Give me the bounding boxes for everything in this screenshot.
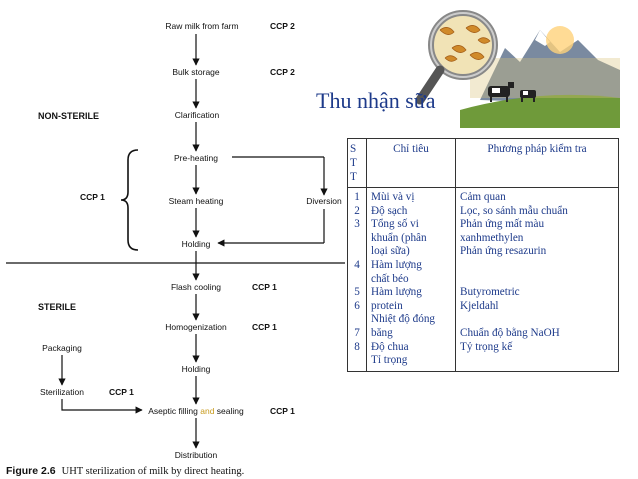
criteria-item: khuẩn (phân [371,231,427,244]
stt-column: 1 2 3 4 5 6 7 8 [347,187,367,372]
caption-text: UHT sterilization of milk by direct heat… [62,466,245,477]
stt-number: 6 [354,299,360,312]
node-holding-1: Holding [182,239,211,249]
ccp-homogenization: CCP 1 [252,322,277,332]
table-header-row: S T T Chỉ tiêu Phương pháp kiểm tra [347,138,619,188]
criteria-column: Mùi và vị Độ sạch Tổng số vi khuẩn (phân… [366,187,456,372]
ccp-flash-cooling: CCP 1 [252,282,277,292]
header-stt-line: T [350,157,357,169]
node-homogenization: Homogenization [165,322,227,332]
criteria-item: Độ sạch [371,204,408,217]
method-item: Phản ứng mất màu [460,218,545,231]
criteria-item: băng [371,326,393,339]
aseptic-label-pre: Aseptic filling [148,406,200,416]
ccp-bracket [120,149,139,251]
table-row: 1 2 3 4 5 6 7 8 Mùi và vị Độ sạch Tổng s… [347,187,619,372]
caption-fig: Figure 2.6 [6,465,56,477]
stt-number: 2 [354,204,360,217]
criteria-item: Mùi và vị [371,191,415,203]
header-stt-line: T [350,171,357,183]
aseptic-label-post: sealing [214,406,244,416]
node-bulk-storage: Bulk storage [172,67,220,77]
criteria-item: Độ chua [371,340,409,353]
bracket-ccp-label: CCP 1 [80,192,105,202]
method-item: Lọc, so sánh mẫu chuẩn [460,204,568,217]
node-raw-milk: Raw milk from farm [165,21,238,31]
stt-number: 1 [354,191,360,203]
stt-number: 5 [354,286,360,299]
criteria-item: Tổng số vi [371,218,419,231]
criteria-item: chất béo [371,272,409,285]
node-distribution: Distribution [175,450,218,460]
ccp-sterilization: CCP 1 [109,387,134,397]
method-item: xanhmethylen [460,231,524,244]
node-packaging: Packaging [42,343,82,353]
node-steam-heating: Steam heating [169,196,224,206]
aseptic-label-and: and [200,406,214,416]
magnifier-over-cows-landscape-icon [415,10,620,128]
stt-number: 8 [354,340,360,353]
header-method: Phương pháp kiểm tra [455,138,619,188]
arrow-steril-aseptic [61,399,143,414]
figure-caption: Figure 2.6 UHT sterilization of milk by d… [6,465,244,477]
header-criteria: Chỉ tiêu [366,138,456,188]
criteria-item: Nhiệt độ đóng [371,313,436,326]
method-item: Chuẩn độ bằng NaOH [460,326,560,339]
criteria-item: protein [371,299,403,312]
method-item: Butyrometric [460,286,520,299]
slide-title: Thu nhận sữa [316,88,436,113]
method-item: Tỷ trọng kế [460,340,513,353]
node-holding-2: Holding [182,364,211,374]
section-sterile: STERILE [38,302,76,312]
ccp-raw-milk: CCP 2 [270,21,295,31]
node-diversion: Diversion [306,196,342,206]
criteria-item: Hàm lượng [371,286,422,299]
header-stt: S T T [347,138,367,188]
stt-number: 3 [354,218,360,231]
section-non-sterile: NON-STERILE [38,111,99,121]
ccp-aseptic-filling: CCP 1 [270,406,295,416]
method-item: Phản ứng resazurin [460,245,547,258]
criteria-item: Hàm lượng [371,258,422,271]
stt-number: 7 [354,326,360,339]
ccp-bulk-storage: CCP 2 [270,67,295,77]
header-stt-line: S [350,143,357,155]
node-aseptic-filling: Aseptic filling and sealing [148,406,244,416]
node-clarification: Clarification [175,110,220,120]
criteria-item: Tỉ trọng [371,354,408,367]
method-item: Kjeldahl [460,299,499,312]
criteria-table: S T T Chỉ tiêu Phương pháp kiểm tra 1 2 … [347,138,619,372]
method-column: Cảm quan Lọc, so sánh mẫu chuẩn Phản ứng… [455,187,619,372]
node-flash-cooling: Flash cooling [171,282,221,292]
stt-number: 4 [354,258,360,271]
criteria-item: loại sữa) [371,245,410,258]
node-pre-heating: Pre-heating [174,153,218,163]
node-sterilization: Sterilization [40,387,84,397]
method-item: Cảm quan [460,191,506,203]
